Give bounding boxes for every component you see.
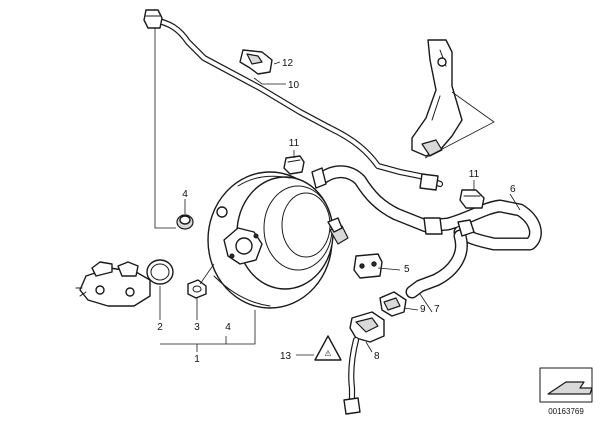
connector-clip[interactable]	[379, 291, 407, 317]
callout-13: 13	[280, 351, 292, 362]
brake-booster[interactable]	[207, 171, 349, 309]
arrow-icon	[547, 381, 593, 395]
callout-8: 8	[374, 351, 380, 362]
warning-label-glyph: ⚠	[324, 349, 331, 358]
callout-12: 12	[282, 58, 294, 69]
warning-label[interactable]: ⚠	[314, 335, 342, 361]
diagram-code: 00163769	[548, 407, 584, 416]
master-cylinder[interactable]	[75, 261, 151, 307]
seal-ring[interactable]	[146, 259, 174, 285]
callout-4-lower: 4	[225, 322, 231, 333]
hose-clamp-left[interactable]	[283, 155, 305, 175]
callout-4-upper: 4	[182, 189, 188, 200]
brake-pedal[interactable]	[411, 39, 463, 157]
callout-1: 1	[194, 354, 200, 365]
leader-lines	[154, 28, 521, 356]
grommet-part[interactable]	[176, 214, 194, 230]
bracket-part[interactable]	[327, 217, 383, 279]
callout-11-left: 11	[289, 138, 300, 149]
callout-3: 3	[194, 322, 200, 333]
check-valve[interactable]	[419, 173, 485, 209]
callout-11-right: 11	[469, 169, 480, 180]
vacuum-pipe[interactable]	[143, 9, 444, 188]
callout-5: 5	[404, 264, 410, 275]
callout-7: 7	[434, 304, 440, 315]
callout-6: 6	[510, 184, 516, 195]
diagram-corner-badge: 00163769	[539, 367, 593, 416]
callout-10: 10	[288, 80, 300, 91]
vacuum-hose[interactable]	[311, 165, 542, 299]
callout-9: 9	[420, 304, 426, 315]
callout-2: 2	[157, 322, 163, 333]
clip-part[interactable]	[239, 49, 273, 75]
vacuum-sensor[interactable]	[343, 311, 385, 415]
nut-part[interactable]	[187, 279, 207, 299]
callout-numbers: 1 2 3 4 4 5 6 7 8 9 10 11 11 12 13	[157, 58, 516, 365]
